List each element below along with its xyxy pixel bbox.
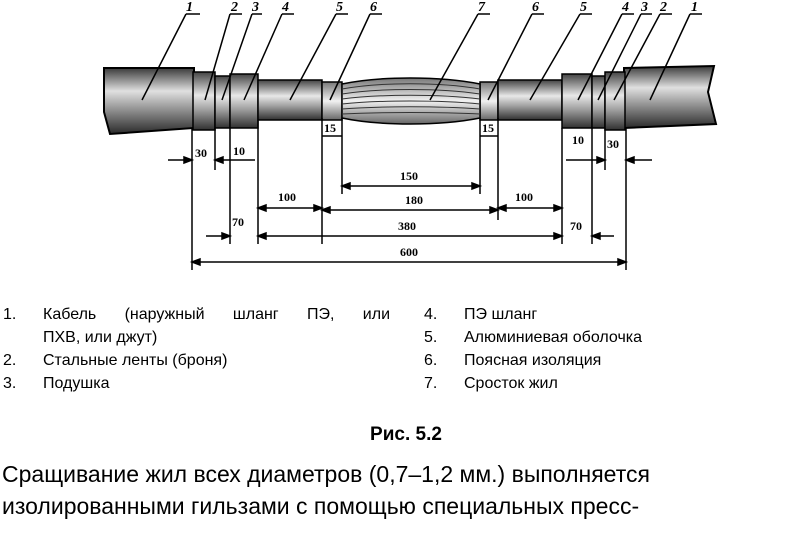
callout-5-right: 5 [580, 0, 587, 15]
legend-num: 1. [3, 306, 17, 323]
cable-left [103, 67, 195, 136]
callout-6-right: 6 [532, 0, 539, 15]
dim-30-left: 30 [195, 146, 207, 160]
body-line-2: изолированными гильзами с помощью специа… [2, 493, 640, 519]
callout-6-left: 6 [370, 0, 377, 15]
cable-splice-diagram: 1 2 3 4 5 6 7 6 5 4 3 2 1 [103, 0, 718, 270]
callout-7-center: 7 [478, 0, 486, 15]
legend-left: 1. Кабель (наружный шланг ПЭ, или ПХВ, и… [3, 303, 398, 395]
legend-num: 5. [424, 329, 438, 346]
dim-100-left: 100 [278, 190, 296, 204]
legend-text: ПЭ шланг [464, 306, 538, 323]
belt-insulation-left [321, 81, 343, 121]
body-paragraph: Сращивание жил всех диаметров (0,7–1,2 м… [2, 458, 812, 522]
callout-3-right: 3 [640, 0, 648, 15]
dim-180: 180 [405, 193, 423, 207]
dim-70-left: 70 [232, 215, 244, 229]
dim-10-left: 10 [233, 144, 245, 158]
legend-item-4: 4. ПЭ шланг [424, 303, 804, 326]
callout-3-left: 3 [251, 0, 259, 15]
legend-num: 6. [424, 352, 438, 369]
dim-10-right: 10 [572, 133, 584, 147]
legend-num: 3. [3, 375, 17, 392]
cable-right [623, 64, 718, 130]
callout-4-left: 4 [281, 0, 289, 15]
legend-right: 4. ПЭ шланг 5. Алюминиевая оболочка 6. П… [424, 303, 804, 395]
dim-100-right: 100 [515, 190, 533, 204]
dim-600: 600 [400, 245, 418, 259]
callout-2-left: 2 [230, 0, 238, 15]
callout-1-right: 1 [691, 0, 698, 15]
figure-caption: Рис. 5.2 [370, 424, 442, 445]
legend-num: 7. [424, 375, 438, 392]
belt-insulation-right [479, 81, 499, 121]
legend-num: 4. [424, 306, 438, 323]
callout-leaders [141, 13, 702, 101]
legend-item-1: 1. Кабель (наружный шланг ПЭ, или [3, 303, 398, 326]
legend-item-3: 3. Подушка [3, 372, 398, 395]
dim-15-left: 15 [324, 121, 336, 135]
dim-150: 150 [400, 169, 418, 183]
callout-1-left: 1 [186, 0, 193, 15]
legend-item-7: 7. Сросток жил [424, 372, 804, 395]
conductor-splice [341, 77, 481, 125]
legend-text: Поясная изоляция [464, 352, 602, 369]
dim-30-right: 30 [607, 137, 619, 151]
armour-ring-left [192, 71, 216, 131]
body-line-1: Сращивание жил всех диаметров (0,7–1,2 м… [2, 461, 650, 487]
dim-15-right: 15 [482, 121, 494, 135]
callout-5-left: 5 [336, 0, 343, 15]
legend-item-5: 5. Алюминиевая оболочка [424, 326, 804, 349]
legend-text: Кабель (наружный шланг ПЭ, или [43, 306, 390, 323]
legend-text: Стальные ленты (броня) [43, 352, 228, 369]
legend-item-2: 2. Стальные ленты (броня) [3, 349, 398, 372]
legend-text: Алюминиевая оболочка [464, 329, 643, 346]
legend-text-cont: ПХВ, или джут) [43, 329, 158, 346]
legend-num: 2. [3, 352, 17, 369]
pe-hose-left [229, 73, 259, 129]
legend-item-1-cont: ПХВ, или джут) [3, 326, 398, 349]
armour-ring-right [604, 71, 626, 131]
legend-text: Сросток жил [464, 375, 558, 392]
callout-4-right: 4 [621, 0, 629, 15]
dimension-lines [168, 135, 652, 267]
dim-380: 380 [398, 219, 416, 233]
dim-70-right: 70 [570, 219, 582, 233]
callout-2-right: 2 [659, 0, 667, 15]
cushion-ring-right [591, 75, 606, 129]
legend-item-6: 6. Поясная изоляция [424, 349, 804, 372]
extension-lines [191, 118, 627, 270]
legend-text: Подушка [43, 375, 110, 392]
